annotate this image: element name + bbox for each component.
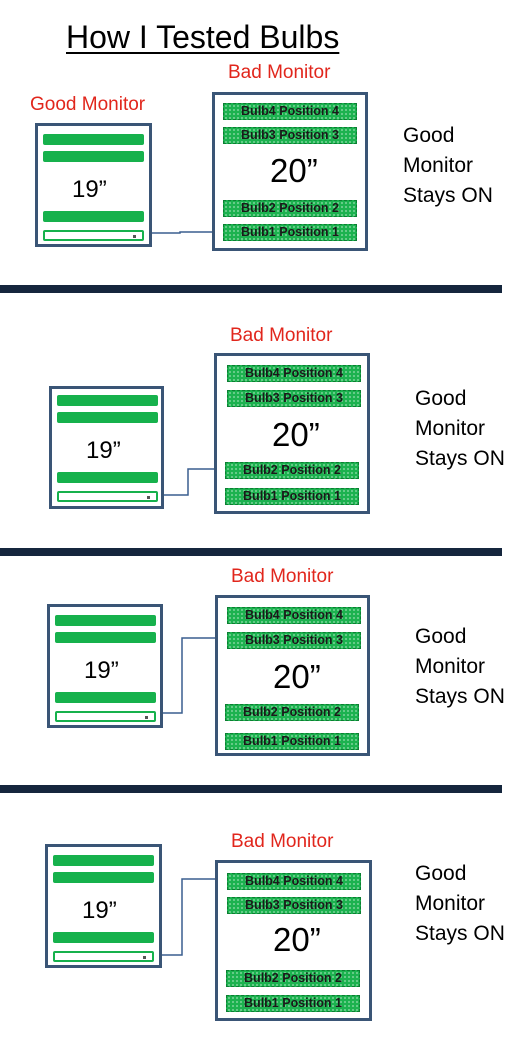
bad-bulb-2: Bulb2 Position 2 (225, 704, 359, 721)
bad-monitor-size: 20” (273, 658, 321, 695)
bad-monitor-size: 20” (273, 921, 321, 958)
result-note: Good Monitor Stays ON (415, 387, 505, 470)
good-bulb-slot-removed (57, 491, 158, 502)
bad-bulb-2: Bulb2 Position 2 (226, 970, 360, 987)
good-bulb-bar (55, 692, 156, 703)
bad-monitor-size: 20” (270, 152, 318, 189)
good-bulb-bar (55, 615, 156, 626)
bad-bulb-3: Bulb3 Position 3 (227, 632, 361, 649)
bad-bulb-3: Bulb3 Position 3 (227, 897, 361, 914)
good-monitor-box: 19” (45, 844, 162, 968)
good-bulb-slot-removed (53, 951, 154, 962)
good-monitor-box: 19” (49, 386, 164, 509)
good-monitor-size: 19” (84, 657, 119, 684)
bad-bulb-4: Bulb4 Position 4 (223, 103, 357, 120)
bad-bulb-4: Bulb4 Position 4 (227, 873, 361, 890)
result-note: Good Monitor Stays ON (415, 625, 505, 708)
good-monitor-size: 19” (72, 176, 107, 203)
good-bulb-bar (53, 932, 154, 943)
bad-monitor-box: Bulb4 Position 4 Bulb3 Position 3 20” Bu… (215, 595, 370, 756)
bad-bulb-4: Bulb4 Position 4 (227, 365, 361, 382)
bad-bulb-3: Bulb3 Position 3 (227, 390, 361, 407)
wire-bulb1 (146, 231, 222, 234)
bad-monitor-box: Bulb4 Position 4 Bulb3 Position 3 20” Bu… (212, 92, 368, 251)
bad-monitor-box: Bulb4 Position 4 Bulb3 Position 3 20” Bu… (214, 353, 370, 514)
bad-monitor-label: Bad Monitor (231, 831, 334, 852)
bad-bulb-1: Bulb1 Position 1 (225, 488, 359, 505)
good-bulb-bar (43, 211, 144, 222)
bad-bulb-2: Bulb2 Position 2 (225, 462, 359, 479)
good-bulb-bar (43, 134, 144, 145)
good-bulb-slot-removed (55, 711, 156, 722)
result-note: Good Monitor Stays ON (403, 124, 493, 207)
bad-monitor-box: Bulb4 Position 4 Bulb3 Position 3 20” Bu… (215, 860, 372, 1021)
good-bulb-bar (57, 472, 158, 483)
bad-bulb-3: Bulb3 Position 3 (223, 127, 357, 144)
good-bulb-bar (43, 151, 144, 162)
wire-bulb4 (152, 878, 225, 956)
good-monitor-label: Good Monitor (30, 94, 146, 115)
good-bulb-slot-removed (43, 230, 144, 241)
result-note: Good Monitor Stays ON (415, 862, 505, 945)
good-monitor-box: 19” (47, 604, 163, 728)
bad-bulb-2: Bulb2 Position 2 (223, 200, 357, 217)
section-divider (0, 785, 502, 793)
good-bulb-bar (57, 395, 158, 406)
bad-bulb-4: Bulb4 Position 4 (227, 607, 361, 624)
bad-monitor-label: Bad Monitor (228, 62, 331, 83)
page-title: How I Tested Bulbs (66, 19, 340, 55)
wire-bulb3 (152, 637, 225, 714)
bad-bulb-1: Bulb1 Position 1 (225, 733, 359, 750)
bad-bulb-1: Bulb1 Position 1 (226, 995, 360, 1012)
good-bulb-bar (53, 855, 154, 866)
section-divider (0, 285, 502, 293)
good-bulb-bar (57, 412, 158, 423)
section-divider (0, 548, 502, 556)
bad-monitor-label: Bad Monitor (230, 325, 333, 346)
good-monitor-box: 19” (35, 123, 152, 247)
bad-bulb-1: Bulb1 Position 1 (223, 224, 357, 241)
bad-monitor-size: 20” (272, 416, 320, 453)
good-bulb-bar (55, 632, 156, 643)
good-bulb-bar (53, 872, 154, 883)
bad-monitor-label: Bad Monitor (231, 566, 334, 587)
wire-bulb2 (154, 468, 225, 496)
good-monitor-size: 19” (86, 437, 121, 464)
good-monitor-size: 19” (82, 897, 117, 924)
